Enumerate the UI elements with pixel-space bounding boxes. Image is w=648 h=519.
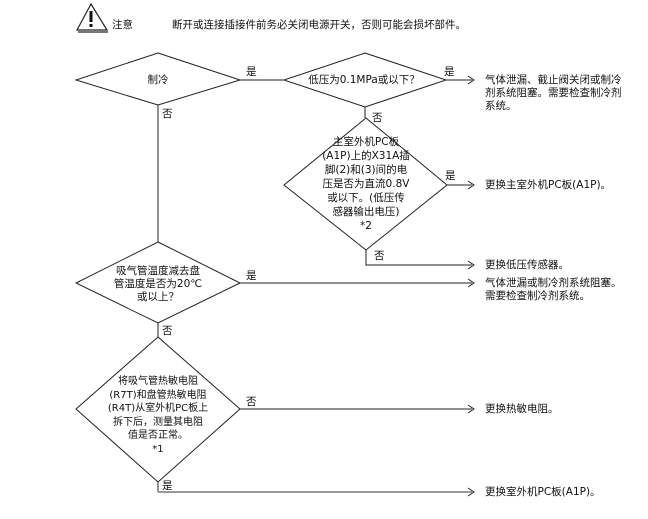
branch-label-d3-yes: 是 (445, 170, 456, 182)
text-line: 气体泄漏或制冷剂系统阻塞。 (485, 277, 622, 289)
result-refrigerant-check-2: 气体泄漏或制冷剂系统阻塞。 需要检查制冷剂系统。 (485, 277, 622, 303)
text-line: 更换低压传感器。 (485, 259, 569, 271)
decision-text-cooling: 制冷 (148, 74, 169, 87)
result-refrigerant-check-1: 气体泄漏、截止阀关闭或制冷 剂系统阻塞。需要检查制冷剂 系统。 (485, 74, 622, 113)
arrowhead-r2 (467, 180, 475, 190)
decision-text-thermistor: 将吸气管热敏电阻 (R7T)和盘管热敏电阻 (R4T)从室外机PC板上 拆下后，… (108, 375, 208, 456)
text-line: 剂系统阻塞。需要检查制冷剂 (485, 87, 622, 99)
text-line: 或以下。(低压传 (327, 192, 405, 204)
decision-text-temp-diff: 吸气管温度减去盘 管温度是否为20℃ 或以上？ (114, 265, 202, 304)
text-line: 气体泄漏、截止阀关闭或制冷 (485, 74, 622, 86)
text-line: 压是否为直流0.8V (322, 178, 410, 190)
branch-label-d1-no: 否 (162, 108, 173, 120)
arrowhead-r1 (467, 75, 475, 85)
arrowhead-r3 (467, 260, 475, 270)
warning-triangle-icon (75, 2, 109, 33)
branch-label-d4-no: 否 (162, 325, 173, 337)
text-line: 更换热敏电阻。 (485, 403, 559, 415)
text-line: (R4T)从室外机PC板上 (107, 403, 209, 414)
text-line: 制冷 (147, 74, 169, 86)
branch-label-d3-no: 否 (374, 250, 385, 262)
connector-d3-no (365, 250, 472, 266)
notice-label: 注意 (112, 19, 133, 31)
text-line: (R7T)和盘管热敏电阻 (109, 389, 207, 401)
text-line: 需要检查制冷剂系统。 (485, 290, 590, 302)
result-replace-low-pressure-sensor: 更换低压传感器。 (485, 259, 569, 272)
text-line: (A1P)上的X31A插 (322, 150, 410, 162)
text-line: 管温度是否为20℃ (113, 278, 203, 290)
text-line: 将吸气管热敏电阻 (117, 376, 198, 387)
text-line: 主室外机PC板 (332, 136, 400, 148)
text-line: 更换室外机PC板(A1P)。 (485, 486, 601, 498)
text-line: 吸气管温度减去盘 (116, 265, 200, 277)
result-replace-outdoor-pcb: 更换室外机PC板(A1P)。 (485, 486, 601, 499)
notice-text: 断开或连接插接件前务必关闭电源开关，否则可能会损坏部件。 (172, 19, 466, 31)
branch-label-d1-yes: 是 (246, 66, 257, 78)
text-line: 系统。 (485, 100, 517, 112)
text-line: 更换主室外机PC板(A1P)。 (485, 179, 612, 191)
text-line: *2 (360, 220, 372, 232)
text-line: 低压为0.1MPa或以下？ (308, 74, 420, 86)
arrowhead-r4 (467, 278, 475, 288)
arrowhead-r6 (467, 487, 475, 497)
text-line: 或以上？ (137, 291, 179, 303)
text-line: 感器输出电压) (332, 206, 400, 218)
arrowhead-r5 (467, 404, 475, 414)
text-line: 脚(2)和(3)间的电 (324, 164, 408, 176)
text-line: 值是否正常。 (127, 430, 188, 441)
result-replace-main-pcb: 更换主室外机PC板(A1P)。 (485, 179, 611, 192)
branch-label-d4-yes: 是 (246, 270, 257, 282)
branch-label-d2-no: 否 (372, 112, 383, 124)
branch-label-d5-no: 否 (246, 396, 257, 408)
decision-text-low-pressure: 低压为0.1MPa或以下？ (308, 74, 420, 87)
text-line: 拆下后，测量其电阻 (112, 416, 203, 428)
branch-label-d5-yes: 是 (162, 480, 173, 492)
result-replace-thermistor: 更换热敏电阻。 (485, 403, 559, 416)
text-line: *1 (152, 443, 164, 455)
decision-text-pcb-voltage: 主室外机PC板 (A1P)上的X31A插 脚(2)和(3)间的电 压是否为直流0… (322, 135, 410, 233)
branch-label-d2-yes: 是 (444, 66, 455, 78)
